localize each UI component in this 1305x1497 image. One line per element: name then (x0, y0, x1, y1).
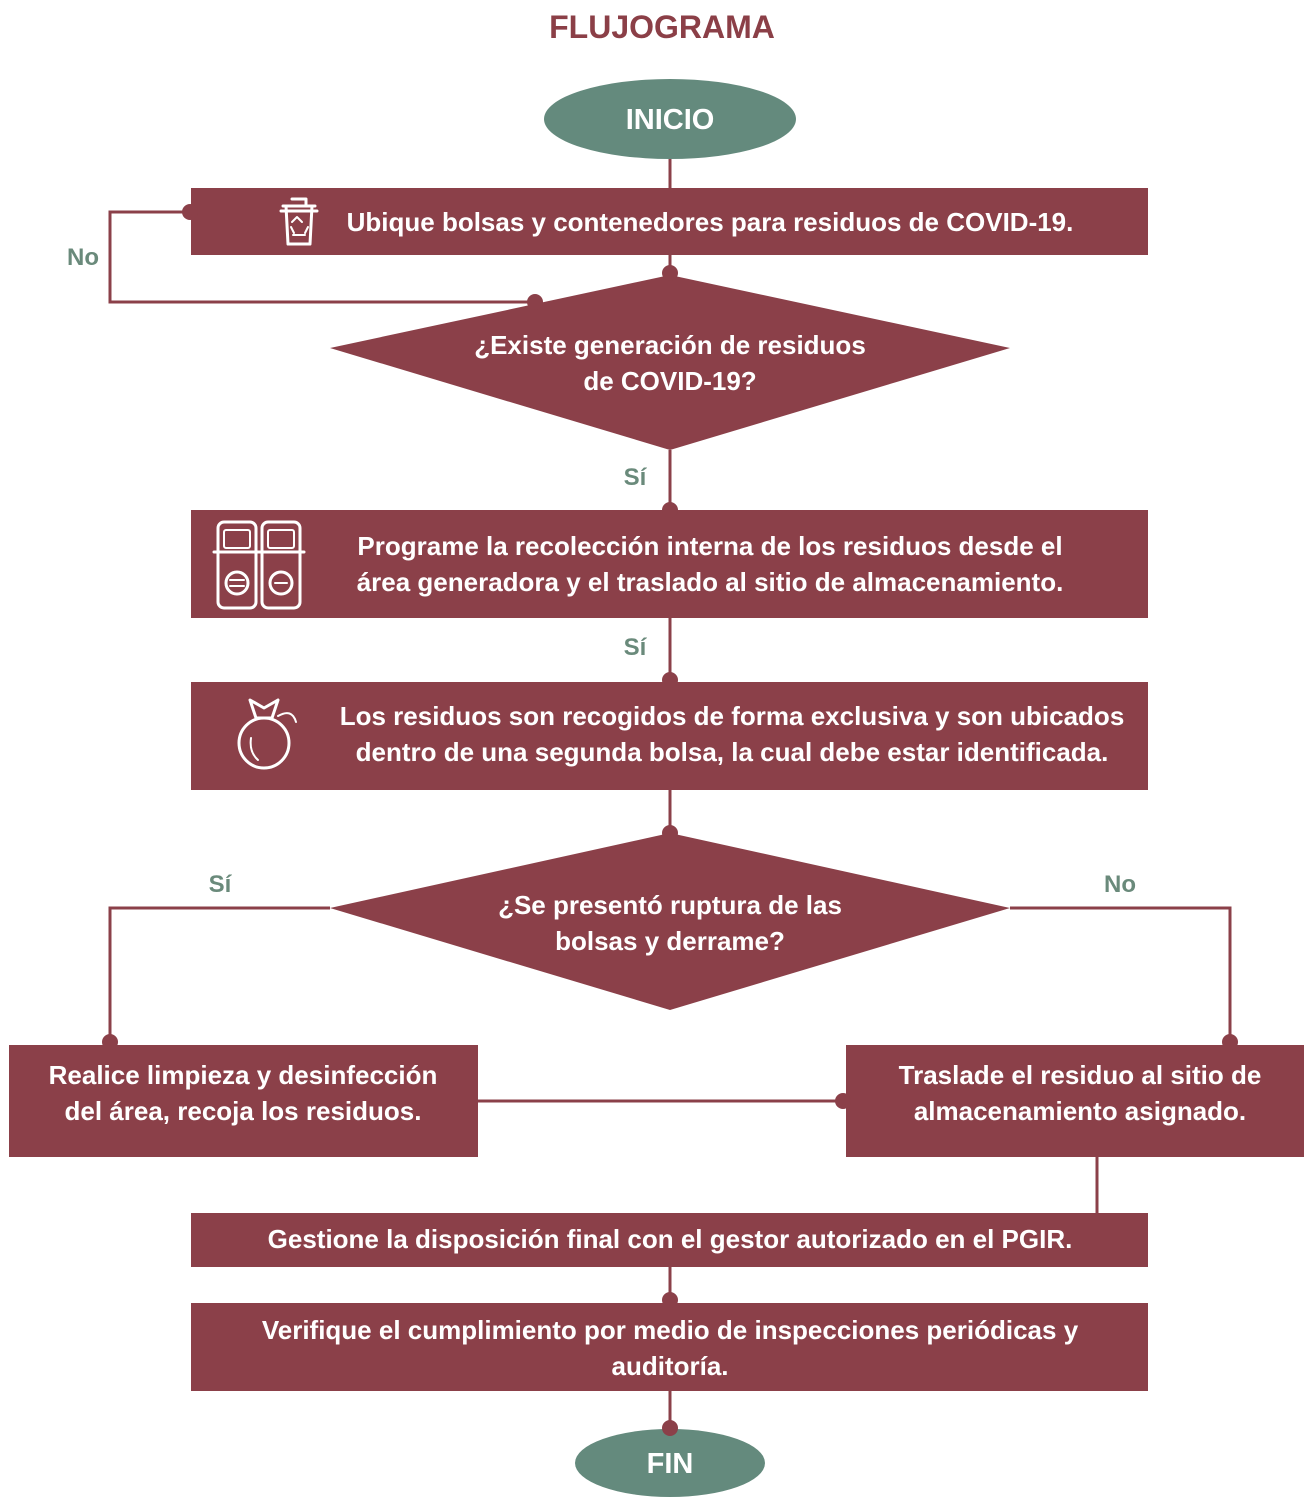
step1-box: Ubique bolsas y contenedores para residu… (191, 188, 1148, 255)
branch-label-d1-no: No (67, 244, 99, 271)
connector-dot (835, 1093, 851, 1109)
connector-dot (662, 672, 678, 688)
connectors (108, 158, 1232, 1430)
step3-line1: Los residuos son recogidos de forma excl… (340, 701, 1125, 731)
step-right-box: Traslade el residuo al sitio de almacena… (846, 1045, 1304, 1157)
connector-dot (662, 265, 678, 281)
connector-dot (527, 294, 543, 310)
connector-decision2-yes (108, 906, 330, 1042)
step6-line2: auditoría. (611, 1351, 728, 1381)
branch-label-d1-yes: Sí (624, 464, 648, 491)
step-left-line2: del área, recoja los residuos. (65, 1096, 422, 1126)
connector-dot (1222, 1034, 1238, 1050)
connector-dots (102, 204, 1238, 1436)
step5-label: Gestione la disposición final con el ges… (268, 1224, 1073, 1254)
page-title: FLUJOGRAMA (549, 9, 775, 45)
step3-line2: dentro de una segunda bolsa, la cual deb… (356, 737, 1109, 767)
start-node: INICIO (544, 79, 796, 159)
step1-label: Ubique bolsas y contenedores para residu… (347, 207, 1074, 237)
connector-dot (102, 1034, 118, 1050)
connector-decision1-no-loop (108, 210, 535, 304)
connector-decision2-no (1010, 906, 1232, 1042)
connector-dot (662, 1292, 678, 1308)
decision2-diamond: ¿Se presentó ruptura de las bolsas y der… (330, 833, 1010, 1010)
start-label: INICIO (626, 104, 715, 136)
step2-line1: Programe la recolección interna de los r… (357, 531, 1062, 561)
branch-label-d2-yes: Sí (209, 871, 233, 898)
step2-box: Programe la recolección interna de los r… (191, 510, 1148, 618)
step-left-line1: Realice limpieza y desinfección (49, 1060, 438, 1090)
step-right-line1: Traslade el residuo al sitio de (899, 1060, 1262, 1090)
step5-box: Gestione la disposición final con el ges… (191, 1213, 1148, 1267)
decision2-line2: bolsas y derrame? (555, 926, 785, 956)
connector-dot (182, 204, 198, 220)
decision1-line2: de COVID-19? (583, 366, 756, 396)
connector-dot (662, 825, 678, 841)
end-node: FIN (575, 1429, 765, 1497)
decision1-diamond: ¿Existe generación de residuos de COVID-… (330, 275, 1010, 450)
step6-box: Verifique el cumplimiento por medio de i… (191, 1303, 1148, 1391)
twin-trash-bins-icon (212, 520, 306, 610)
step-right-line2: almacenamiento asignado. (914, 1096, 1246, 1126)
step-left-box: Realice limpieza y desinfección del área… (9, 1045, 478, 1157)
recycle-bin-icon (279, 197, 319, 246)
step3-box: Los residuos son recogidos de forma excl… (191, 682, 1148, 790)
decision1-line1: ¿Existe generación de residuos (474, 330, 866, 360)
branch-labels: No Sí Sí Sí No (67, 244, 1136, 898)
connector-dot (662, 502, 678, 518)
branch-label-d2-no: No (1104, 871, 1136, 898)
decision2-line1: ¿Se presentó ruptura de las (498, 890, 842, 920)
step2-line2: área generadora y el traslado al sitio d… (357, 567, 1064, 597)
branch-label-step2-yes: Sí (624, 634, 648, 661)
connector-dot (662, 1420, 678, 1436)
tied-bag-icon (237, 698, 297, 770)
step6-line1: Verifique el cumplimiento por medio de i… (262, 1315, 1079, 1345)
end-label: FIN (647, 1448, 694, 1480)
